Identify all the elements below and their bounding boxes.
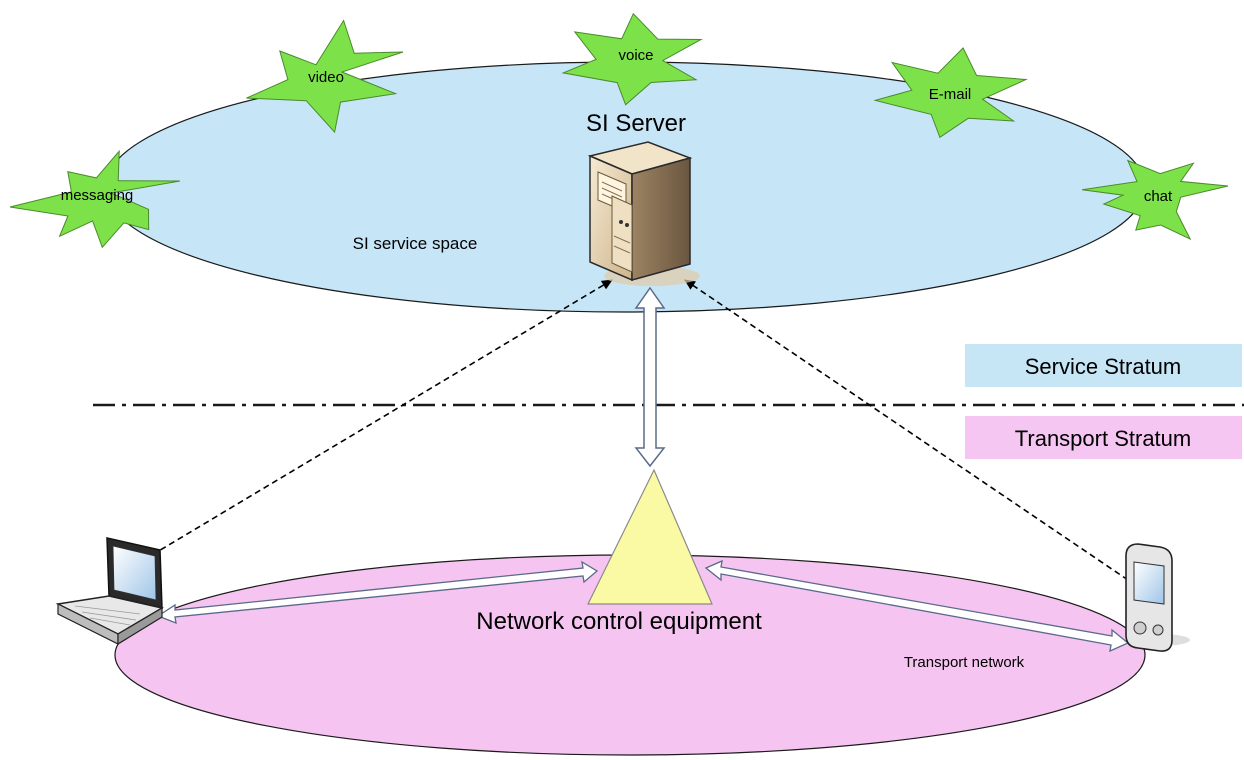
service-label: E-mail bbox=[929, 86, 972, 103]
service-star-chat: chat bbox=[1082, 159, 1229, 241]
service-label: chat bbox=[1144, 188, 1173, 205]
service-star-video: video bbox=[246, 19, 404, 134]
network-control-equipment-triangle bbox=[587, 468, 713, 605]
server-label: SI Server bbox=[586, 110, 686, 137]
service-star-voice: voice bbox=[561, 12, 703, 106]
network-equipment-label: Network control equipment bbox=[476, 608, 762, 635]
laptop-to-server-dashed-line bbox=[151, 279, 613, 556]
service-stratum-box bbox=[965, 344, 1242, 387]
laptop-equipment-double-arrow bbox=[156, 560, 599, 625]
service-label: voice bbox=[618, 47, 653, 64]
transport-stratum-box bbox=[965, 416, 1242, 459]
pda-icon bbox=[1125, 543, 1190, 652]
server-equipment-double-arrow bbox=[634, 286, 666, 468]
service-star-email: E-mail bbox=[873, 47, 1028, 139]
pda-to-server-dashed-line bbox=[684, 279, 1129, 581]
transport-network-label: Transport network bbox=[904, 654, 1025, 671]
service-label: messaging bbox=[61, 187, 134, 204]
service-space-label: SI service space bbox=[353, 234, 478, 253]
service-star-messaging: messaging bbox=[9, 149, 181, 249]
service-label: video bbox=[308, 69, 344, 86]
transport-stratum-label: Transport Stratum bbox=[1015, 426, 1191, 451]
service-stratum-label: Service Stratum bbox=[1025, 354, 1182, 379]
laptop-icon bbox=[55, 537, 165, 646]
server-icon bbox=[587, 141, 700, 286]
